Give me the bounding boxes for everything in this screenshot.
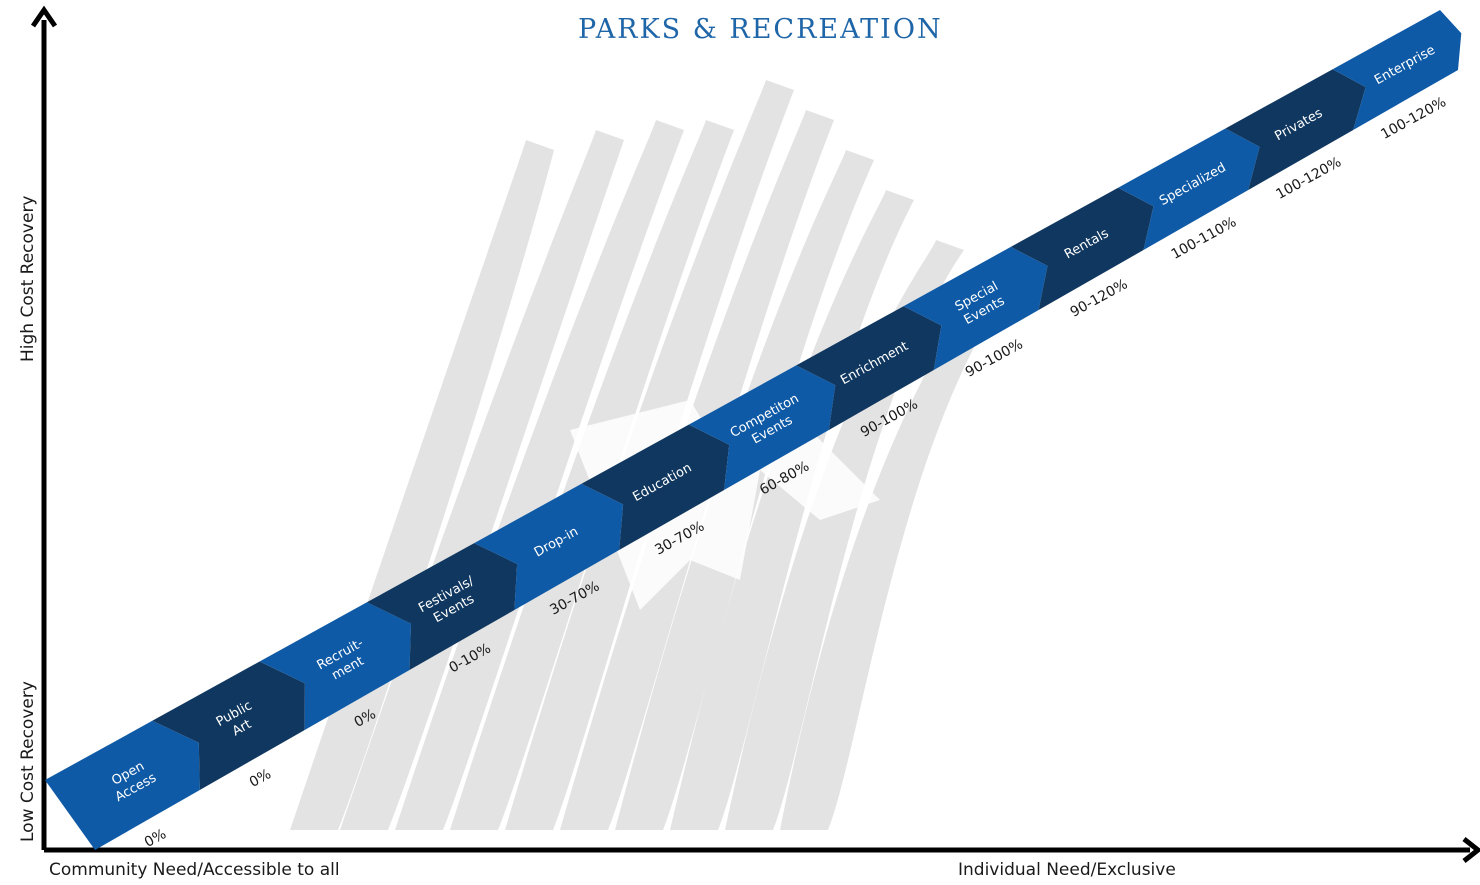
chevron-step — [796, 306, 942, 430]
brand-title: PARKS & RECREATION — [578, 14, 943, 45]
chevron-step — [1010, 187, 1154, 310]
y-axis-arrowhead — [30, 5, 58, 28]
y-axis-low-label: Low Cost Recovery — [18, 681, 38, 842]
chevron-step — [45, 720, 200, 850]
chevron-step — [1332, 10, 1462, 130]
chevron-step — [688, 365, 836, 490]
chevron-step — [366, 543, 518, 670]
chevron-step — [903, 246, 1048, 370]
chevron-step — [1225, 69, 1366, 190]
chevron-step — [1118, 128, 1260, 250]
y-axis-high-label: High Cost Recovery — [18, 195, 38, 363]
x-axis-left-label: Community Need/Accessible to all — [49, 860, 340, 880]
x-axis-arrowhead — [1462, 837, 1480, 863]
axes — [30, 5, 1480, 863]
x-axis-right-label: Individual Need/Exclusive — [958, 860, 1176, 880]
chevron-step — [259, 602, 411, 730]
chevron-step — [581, 424, 730, 550]
step-percentage: 0% — [142, 826, 169, 851]
watermark-streak — [395, 120, 684, 830]
step-percentage: 0% — [247, 766, 274, 791]
chevron-step — [152, 661, 305, 790]
chevron-step — [474, 483, 624, 610]
watermark-streak — [780, 280, 1009, 830]
watermark-streak — [725, 240, 964, 830]
watermark-streak — [670, 190, 914, 830]
